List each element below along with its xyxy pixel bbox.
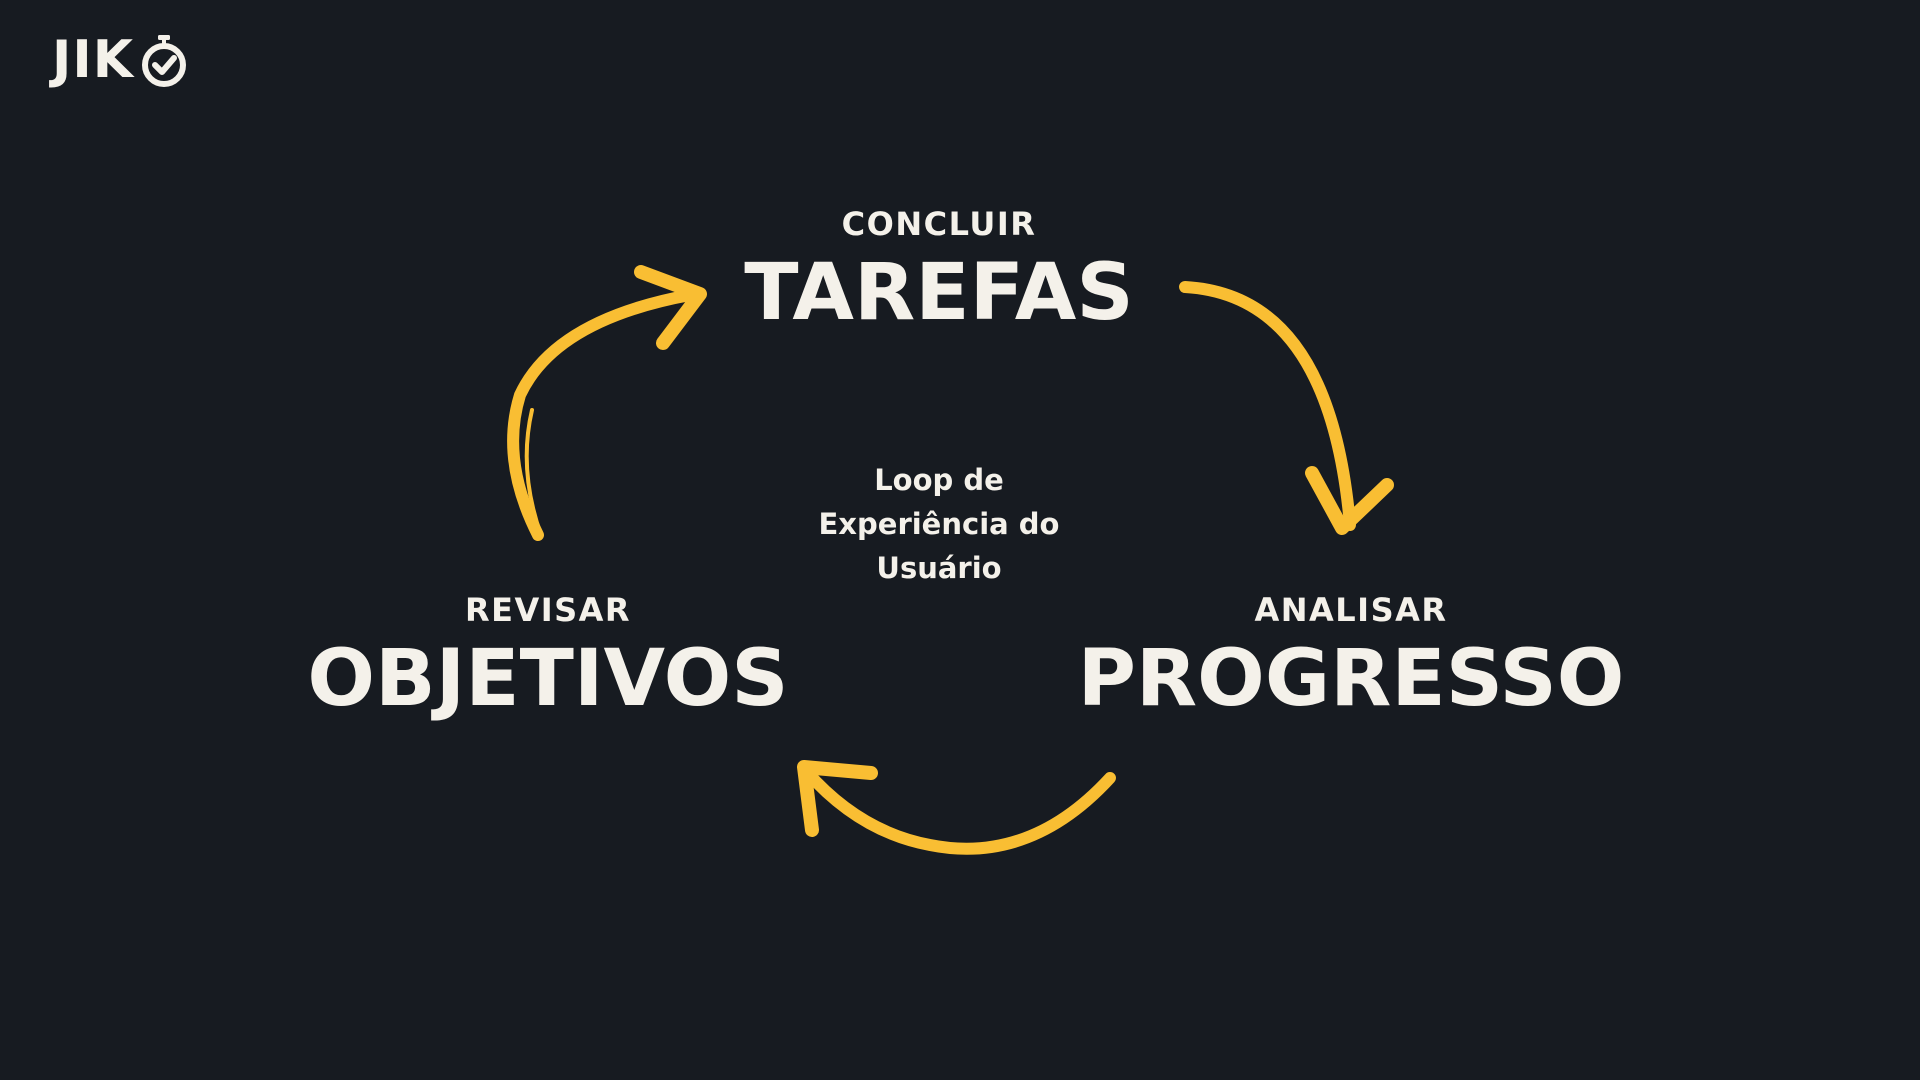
- node-verb: REVISAR: [464, 591, 632, 629]
- node-verb: CONCLUIR: [841, 205, 1037, 243]
- cycle-node-tarefas: CONCLUIR TAREFAS: [744, 205, 1133, 332]
- cycle-center-label: Loop de Experiência do Usuário: [818, 463, 1060, 585]
- logo-wordmark: JIK: [52, 30, 134, 90]
- node-verb: ANALISAR: [1254, 591, 1448, 629]
- arrow-objetivos-to-tarefas: [507, 265, 707, 541]
- node-noun: PROGRESSO: [1077, 634, 1625, 724]
- arrow-tarefas-to-progresso: [1179, 281, 1394, 535]
- node-noun: TAREFAS: [744, 248, 1134, 338]
- arrow-progresso-to-objetivos: [797, 760, 1116, 855]
- brand-logo: JIK: [52, 28, 192, 92]
- stopwatch-check-icon: [142, 35, 186, 87]
- node-noun: OBJETIVOS: [307, 634, 789, 724]
- cycle-node-objetivos: REVISAR OBJETIVOS: [307, 591, 788, 718]
- cycle-node-progresso: ANALISAR PROGRESSO: [1078, 591, 1625, 718]
